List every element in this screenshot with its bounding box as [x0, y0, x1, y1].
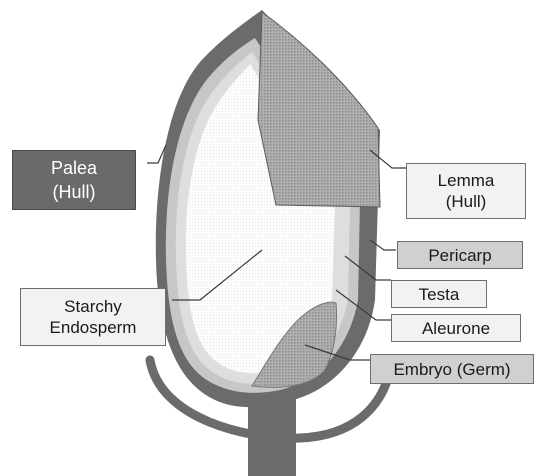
label-starchy-endosperm: Starchy Endosperm [20, 288, 166, 346]
label-palea: Palea (Hull) [12, 150, 136, 210]
label-testa: Testa [391, 280, 487, 308]
label-pericarp: Pericarp [397, 241, 523, 269]
label-aleurone: Aleurone [391, 314, 521, 342]
label-embryo: Embryo (Germ) [370, 354, 534, 384]
lemma-region [258, 12, 380, 207]
label-lemma: Lemma (Hull) [406, 163, 526, 219]
